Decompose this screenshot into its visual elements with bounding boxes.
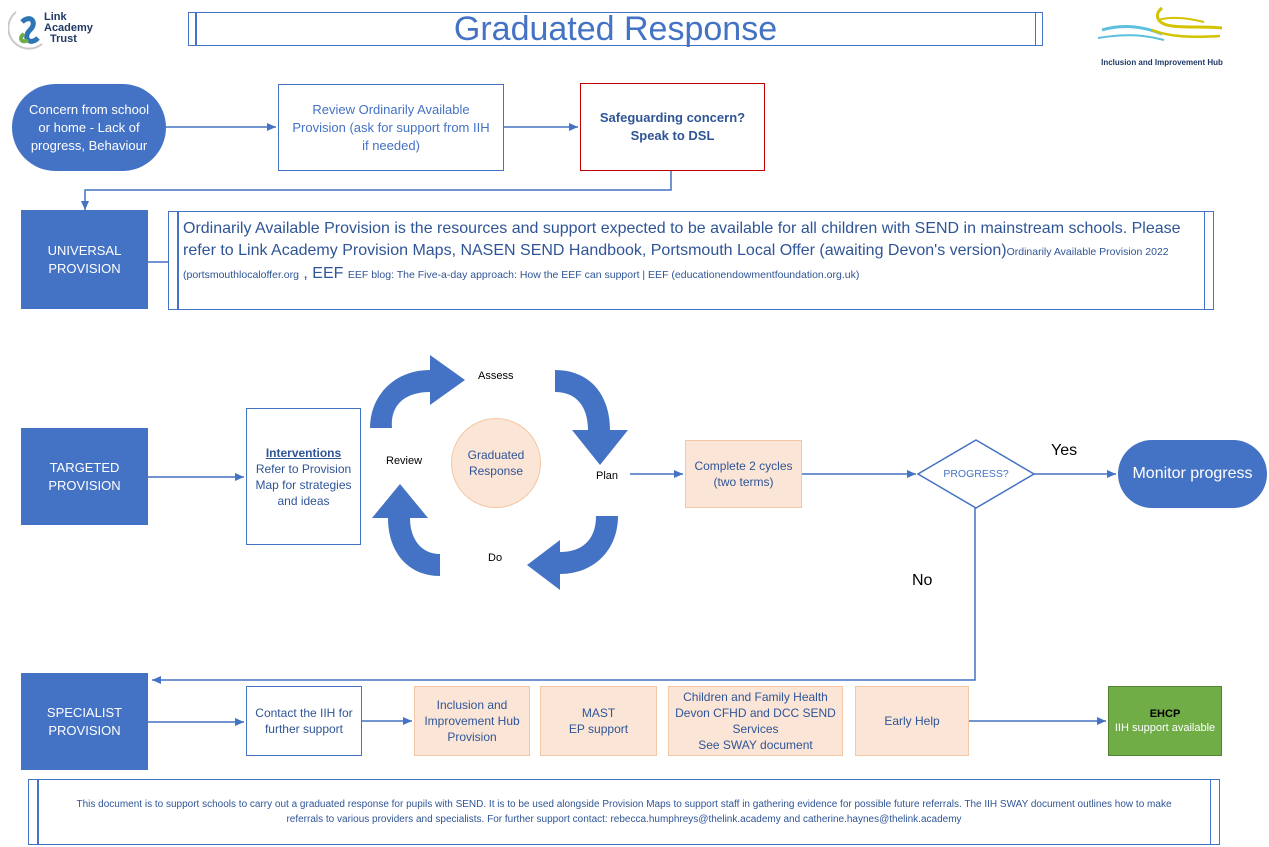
no-label: No bbox=[912, 572, 933, 589]
progress-label: PROGRESS? bbox=[943, 468, 1009, 480]
title-banner: Graduated Response bbox=[188, 9, 1043, 48]
ehcp-subtext: IIH support available bbox=[1114, 722, 1216, 734]
hands-icon bbox=[1097, 6, 1223, 41]
monitor-progress-text: Monitor progress bbox=[1132, 465, 1253, 482]
arrow-progress-no-to-specialist bbox=[152, 508, 976, 684]
cycle-label-do: Do bbox=[488, 552, 503, 564]
contact-iih-box: Contact the IIH for further support bbox=[246, 686, 362, 756]
universal-provision-label: UNIVERSAL PROVISION bbox=[21, 210, 148, 309]
progress-diamond bbox=[916, 439, 1036, 509]
footer-note-text: This document is to support schools to c… bbox=[76, 799, 1172, 825]
children-family-health-box: Children and Family Health Devon CFHD an… bbox=[668, 686, 843, 756]
monitor-progress-node: Monitor progress bbox=[1118, 440, 1267, 508]
yes-label: Yes bbox=[1051, 442, 1078, 459]
oap-link-eef[interactable]: EEF blog: The Five-a-day approach: How t… bbox=[347, 269, 860, 281]
safeguarding-box: Safeguarding concern? Speak to DSL bbox=[580, 83, 765, 171]
cfh-line-3: Services bbox=[732, 722, 779, 736]
review-oap-box: Review Ordinarily Available Provision (a… bbox=[278, 84, 504, 171]
complete-cycles-text: Complete 2 cycles (two terms) bbox=[694, 459, 793, 489]
oap-description-box: Ordinarily Available Provision is the re… bbox=[168, 211, 1214, 310]
iih-provision-box: Inclusion and Improvement Hub Provision bbox=[414, 686, 530, 756]
arrow-safeguarding-to-universal bbox=[81, 171, 672, 210]
mast-box: MAST EP support bbox=[540, 686, 657, 756]
logo-text-1: Link bbox=[44, 11, 67, 23]
contact-iih-text: Contact the IIH for further support bbox=[255, 706, 353, 736]
mast-line-2: EP support bbox=[568, 722, 629, 736]
curved-arrow-review-to-assess bbox=[370, 355, 465, 428]
cfh-line-1: Children and Family Health bbox=[683, 690, 828, 704]
cycle-label-review: Review bbox=[386, 455, 423, 467]
universal-label-text: UNIVERSAL PROVISION bbox=[47, 242, 122, 276]
cycle-label-assess: Assess bbox=[478, 370, 514, 382]
ehcp-title: EHCP bbox=[1149, 708, 1181, 720]
oap-link-portsmouth[interactable]: Ordinarily Available Provision 2022 (por… bbox=[183, 246, 1169, 281]
mast-line-1: MAST bbox=[581, 706, 616, 720]
interventions-text: Refer to Provision Map for strategies an… bbox=[255, 461, 352, 508]
logo-text-3: Trust bbox=[50, 33, 77, 45]
logo-text-2: Academy bbox=[44, 22, 93, 34]
curved-arrow-do-to-review bbox=[372, 484, 440, 576]
inclusion-hub-logo: Inclusion and Improvement Hub bbox=[1092, 0, 1232, 72]
cycle-label-plan: Plan bbox=[596, 470, 619, 482]
logo-mark bbox=[8, 11, 43, 50]
cycle-center-text: Graduated Response bbox=[467, 448, 525, 478]
oap-link-separator: , EEF bbox=[303, 265, 344, 282]
cfh-line-2: Devon CFHD and DCC SEND bbox=[675, 706, 836, 720]
curved-arrow-plan-to-do bbox=[527, 516, 618, 590]
page-title: Graduated Response bbox=[453, 9, 778, 48]
specialist-provision-label: SPECIALIST PROVISION bbox=[21, 673, 148, 770]
iih-provision-text: Inclusion and Improvement Hub Provision bbox=[424, 698, 520, 744]
early-help-box: Early Help bbox=[855, 686, 969, 756]
targeted-provision-label: TARGETED PROVISION bbox=[21, 428, 148, 525]
review-oap-text: Review Ordinarily Available Provision (a… bbox=[292, 101, 490, 153]
oap-description-text: Ordinarily Available Provision is the re… bbox=[183, 220, 1181, 259]
hub-caption: Inclusion and Improvement Hub bbox=[1101, 58, 1223, 67]
targeted-label-text: TARGETED PROVISION bbox=[48, 459, 121, 493]
cfh-line-4: See SWAY document bbox=[698, 738, 813, 752]
concern-node: Concern from school or home - Lack of pr… bbox=[12, 84, 166, 171]
safeguarding-text: Safeguarding concern? Speak to DSL bbox=[599, 110, 746, 143]
early-help-text: Early Help bbox=[884, 714, 940, 728]
footer-note-box: This document is to support schools to c… bbox=[28, 779, 1220, 845]
interventions-box: Interventions Refer to Provision Map for… bbox=[246, 408, 361, 545]
specialist-label-text: SPECIALIST PROVISION bbox=[46, 704, 123, 738]
curved-arrow-assess-to-plan bbox=[555, 370, 628, 465]
link-academy-logo: Link Academy Trust bbox=[8, 8, 108, 52]
interventions-title: Interventions bbox=[265, 445, 342, 460]
graduated-response-circle: Graduated Response bbox=[451, 418, 541, 508]
complete-cycles-box: Complete 2 cycles (two terms) bbox=[685, 440, 802, 508]
ehcp-box: EHCP IIH support available bbox=[1108, 686, 1222, 756]
concern-text: Concern from school or home - Lack of pr… bbox=[29, 101, 149, 153]
